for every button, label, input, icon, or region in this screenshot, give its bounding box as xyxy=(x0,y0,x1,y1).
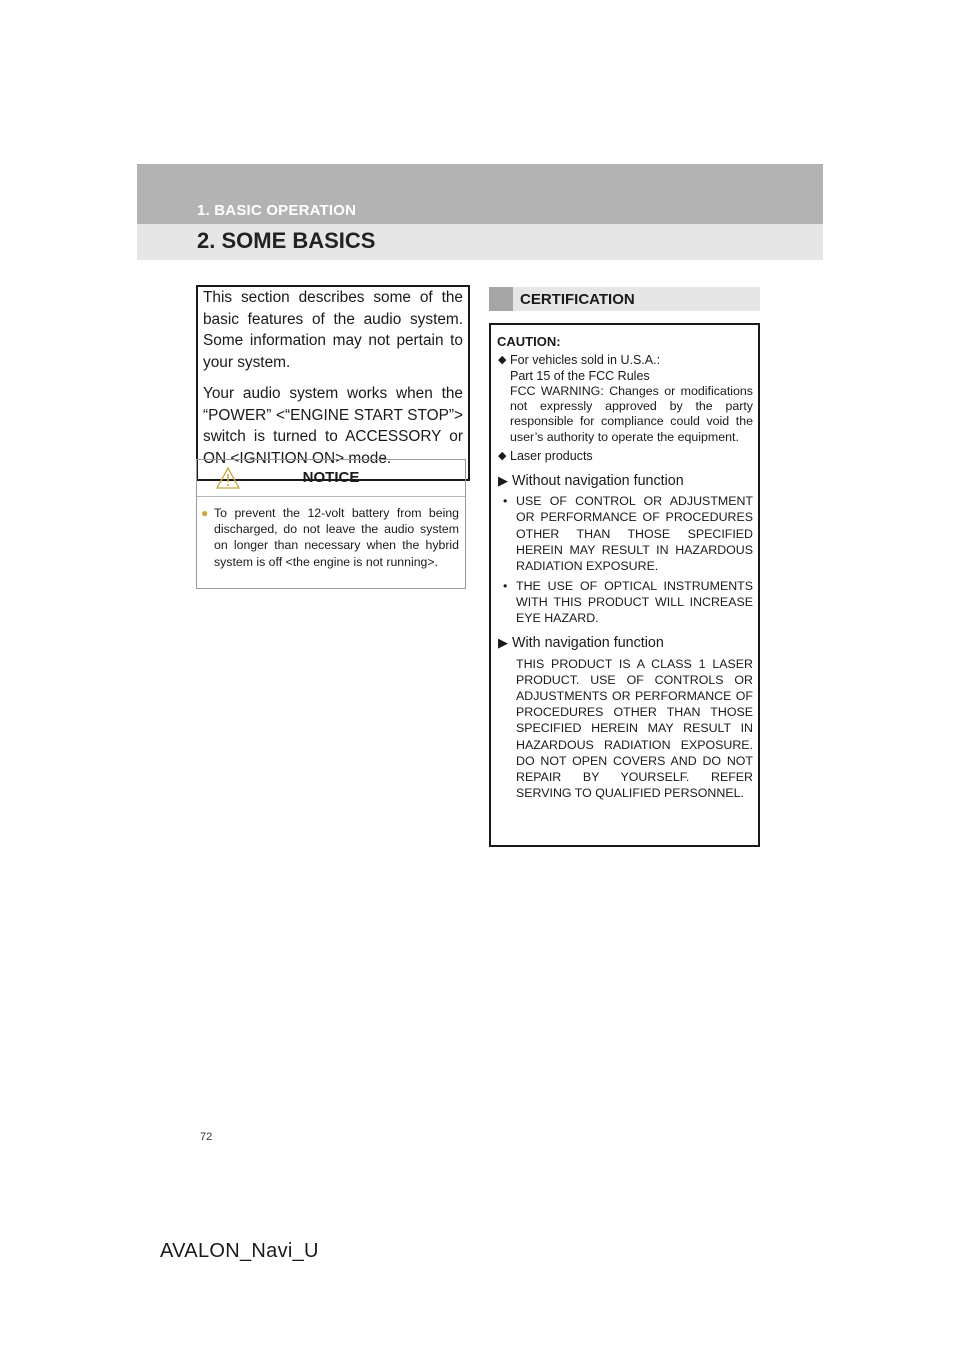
bullet-dot: • xyxy=(503,578,508,593)
diamond-bullet-icon: ◆ xyxy=(498,449,507,462)
page-number: 72 xyxy=(200,1131,213,1143)
warning-triangle-icon xyxy=(216,467,240,489)
notice-label: NOTICE xyxy=(302,469,360,486)
certification-title: CERTIFICATION xyxy=(520,291,635,308)
page-title: 2. SOME BASICS xyxy=(197,228,376,253)
right-triangle-icon: ▶ xyxy=(498,635,508,651)
without-nav-heading: ▶ Without navigation function xyxy=(497,472,753,490)
notice-box: NOTICE ● To prevent the 12-volt battery … xyxy=(196,459,466,589)
without-nav-list: • USE OF CONTROL OR ADJUSTMENT OR PERFOR… xyxy=(497,493,753,626)
certification-box: CAUTION: ◆ For vehicles sold in U.S.A.: … xyxy=(489,323,760,847)
notice-header: NOTICE xyxy=(197,460,465,497)
diamond-bullet-icon: ◆ xyxy=(498,354,507,366)
caution-label: CAUTION: xyxy=(497,334,561,349)
item-title: Laser products xyxy=(510,448,593,463)
notice-bullet-icon: ● xyxy=(201,506,209,520)
heading-text: With navigation function xyxy=(512,635,664,652)
certification-header: CERTIFICATION xyxy=(489,287,760,311)
item-title: For vehicles sold in U.S.A.: xyxy=(510,353,661,367)
notice-text: To prevent the 12-volt battery from bein… xyxy=(214,506,459,569)
fcc-warning-text: FCC WARNING: Changes or modifications no… xyxy=(510,384,753,444)
with-nav-text: THIS PRODUCT IS A CLASS 1 LASER PRODUCT.… xyxy=(516,657,753,800)
header-band xyxy=(137,164,823,224)
list-item: • USE OF CONTROL OR ADJUSTMENT OR PERFOR… xyxy=(497,493,753,573)
item-line: Part 15 of the FCC Rules xyxy=(510,368,650,383)
section-label: 1. BASIC OPERATION xyxy=(197,202,357,219)
intro-box: This section describes some of the basic… xyxy=(196,285,470,481)
title-band xyxy=(137,224,823,260)
list-item-text: THE USE OF OPTICAL INSTRUMENTS WITH THIS… xyxy=(516,578,753,625)
list-item-text: USE OF CONTROL OR ADJUSTMENT OR PERFORMA… xyxy=(516,494,753,573)
with-nav-heading: ▶ With navigation function xyxy=(497,634,753,652)
list-item-laser: ◆ Laser products xyxy=(497,449,753,465)
list-item-usa: ◆ For vehicles sold in U.S.A.: Part 15 o… xyxy=(497,353,753,445)
document-code: AVALON_Navi_U xyxy=(160,1240,319,1262)
notice-body: ● To prevent the 12-volt battery from be… xyxy=(197,497,465,570)
intro-paragraph-1: This section describes some of the basic… xyxy=(203,289,463,371)
heading-text: Without navigation function xyxy=(512,473,684,490)
intro-paragraph-2: Your audio system works when the “POWER”… xyxy=(203,385,463,467)
list-item: • THE USE OF OPTICAL INSTRUMENTS WITH TH… xyxy=(497,578,753,626)
bullet-dot: • xyxy=(503,494,508,509)
right-triangle-icon: ▶ xyxy=(498,473,508,489)
section-marker-icon xyxy=(489,287,513,311)
